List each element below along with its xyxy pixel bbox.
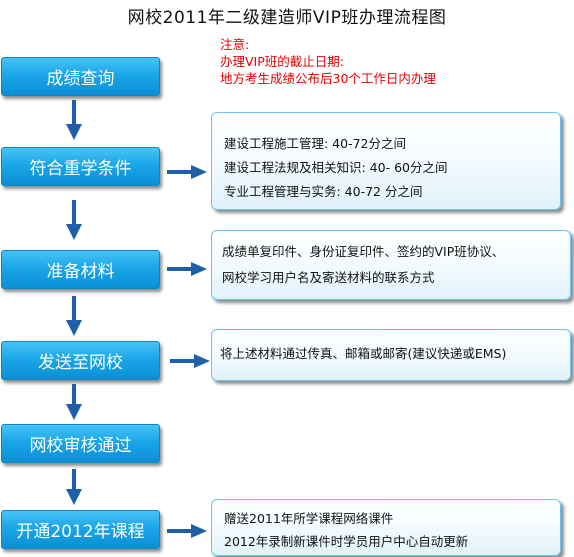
right-arrow-icon [170, 354, 210, 368]
courses-gift-line: 赠送2011年所学课程网络课件 [224, 511, 394, 526]
step-prepare-materials: 准备材料 [1, 250, 160, 289]
condition-laws-regulations: 建设工程法规及相关知识: 40- 60分之间 [224, 160, 448, 175]
down-arrow-icon [66, 384, 82, 420]
down-arrow-icon [66, 296, 82, 336]
right-arrow-icon [167, 524, 207, 538]
notice-block: 注意: 办理VIP班的截止日期: 地方考生成绩公布后30个工作日内办理 [220, 36, 570, 87]
step-review-passed: 网校审核通过 [1, 424, 160, 463]
down-arrow-icon [66, 100, 82, 140]
send-detail-box: 将上述材料通过传真、邮箱或邮寄(建议快递或EMS) [211, 329, 571, 381]
notice-line-deadline: 办理VIP班的截止日期: [220, 54, 344, 69]
notice-heading: 注意: [220, 37, 250, 52]
step-send-to-school: 发送至网校 [1, 341, 160, 380]
send-method-line: 将上述材料通过传真、邮箱或邮寄(建议快递或EMS) [220, 346, 507, 361]
materials-detail-box: 成绩单复印件、身份证复印件、签约的VIP班协议、 网校学习用户名及寄送材料的联系… [211, 230, 571, 300]
step-meet-conditions: 符合重学条件 [1, 147, 160, 186]
conditions-detail-box: 建设工程施工管理: 40-72分之间 建设工程法规及相关知识: 40- 60分之… [211, 112, 561, 210]
materials-line-2: 网校学习用户名及寄送材料的联系方式 [222, 270, 435, 285]
courses-update-line: 2012年录制新课件时学员用户中心自动更新 [224, 534, 469, 549]
condition-construction-management: 建设工程施工管理: 40-72分之间 [224, 136, 407, 151]
right-arrow-icon [167, 262, 207, 276]
step-open-2012-course: 开通2012年课程 [1, 510, 160, 549]
courses-detail-box: 赠送2011年所学课程网络课件 2012年录制新课件时学员用户中心自动更新 [211, 499, 561, 556]
down-arrow-icon [66, 469, 82, 505]
materials-line-1: 成绩单复印件、身份证复印件、签约的VIP班协议、 [222, 244, 505, 259]
right-arrow-icon [167, 165, 207, 179]
notice-line-period: 地方考生成绩公布后30个工作日内办理 [220, 71, 436, 86]
down-arrow-icon [66, 200, 82, 240]
step-score-query: 成绩查询 [1, 57, 160, 96]
condition-practice: 专业工程管理与实务: 40-72 分之间 [224, 184, 423, 199]
page-title: 网校2011年二级建造师VIP班办理流程图 [127, 8, 447, 28]
